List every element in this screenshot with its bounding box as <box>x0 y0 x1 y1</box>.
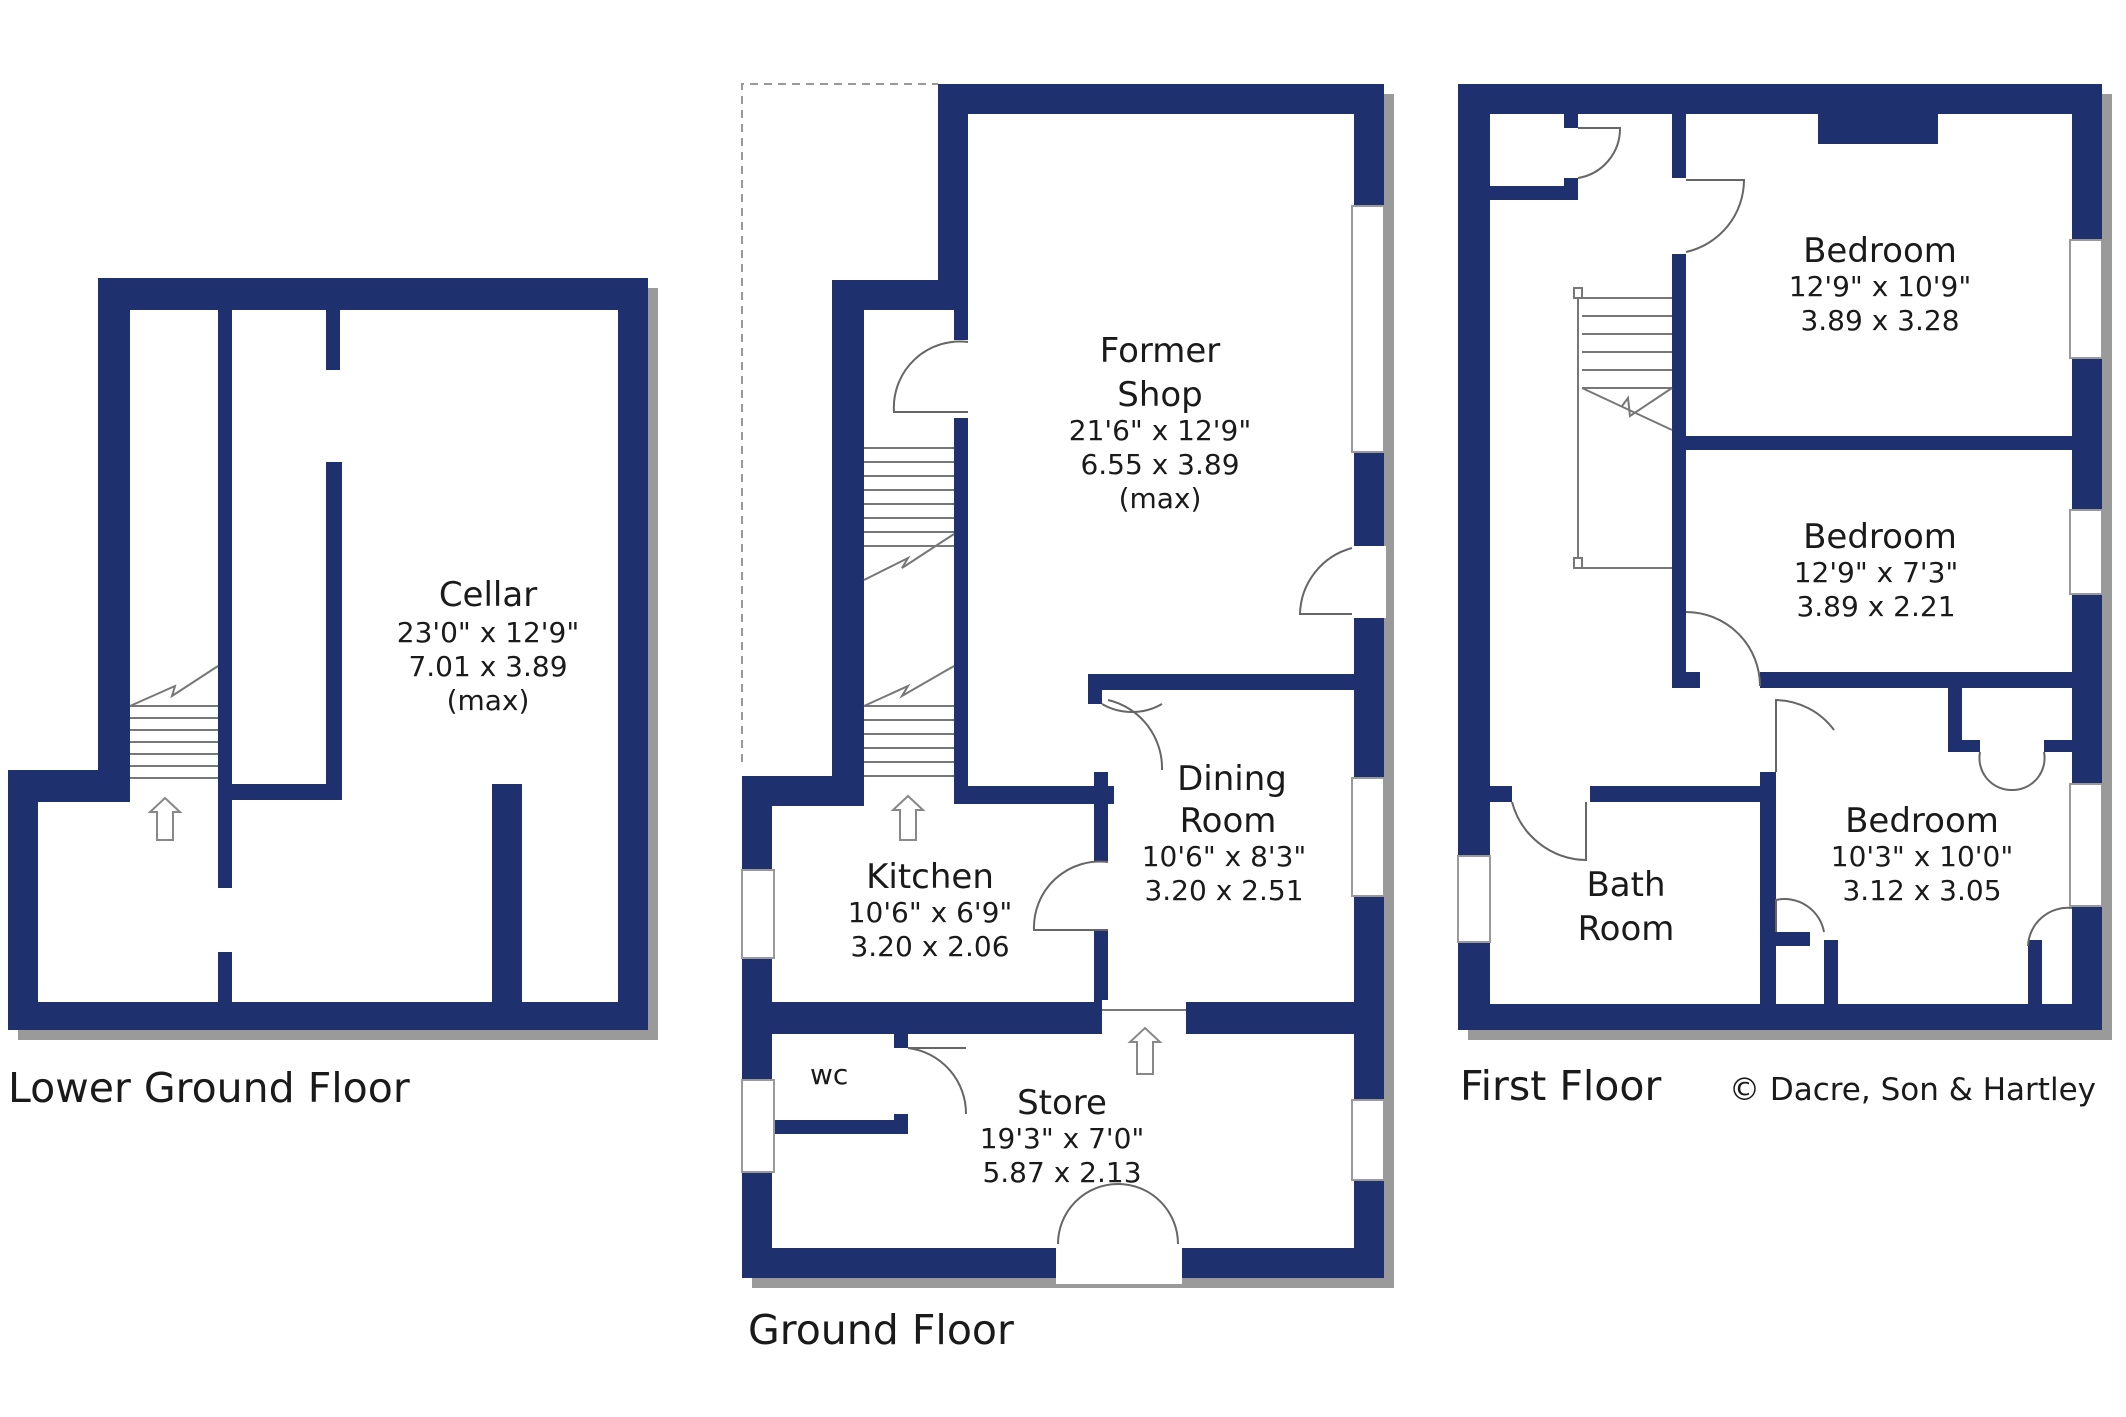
room-dim-kitchen-metric: 3.20 x 2.06 <box>850 930 1009 963</box>
lower-ground-floor-plan: Cellar 23'0" x 12'9" 7.01 x 3.89 (max) <box>8 278 658 1040</box>
first-floor-plan: Bedroom 12'9" x 10'9" 3.89 x 3.28 Bedroo… <box>1457 84 2112 1040</box>
room-label-bath-room-line2: Room <box>1578 909 1675 949</box>
room-label-dining-room: Dining <box>1177 759 1287 799</box>
room-dim-cellar-max: (max) <box>447 684 530 717</box>
room-label-bedroom-1: Bedroom <box>1803 231 1957 271</box>
room-dim-bedroom-1-metric: 3.89 x 3.28 <box>1800 304 1959 337</box>
room-label-store: Store <box>1017 1083 1107 1123</box>
ground-stairs <box>863 447 955 777</box>
room-label-kitchen: Kitchen <box>866 857 994 897</box>
room-dim-bedroom-1-imperial: 12'9" x 10'9" <box>1789 270 1971 303</box>
room-dim-bedroom-2-imperial: 12'9" x 7'3" <box>1794 556 1959 589</box>
room-dim-bedroom-2-metric: 3.89 x 2.21 <box>1796 590 1955 623</box>
stair-arrow-icon <box>890 794 926 841</box>
room-dim-bedroom-3-imperial: 10'3" x 10'0" <box>1831 840 2013 873</box>
room-dim-bedroom-3-metric: 3.12 x 3.05 <box>1842 874 2001 907</box>
floor-label-lower-ground: Lower Ground Floor <box>8 1064 410 1112</box>
room-dim-kitchen-imperial: 10'6" x 6'9" <box>848 896 1013 929</box>
entry-arrow-icon <box>1127 1026 1163 1075</box>
room-label-dining-room-line2: Room <box>1180 801 1277 841</box>
room-label-bedroom-3: Bedroom <box>1845 801 1999 841</box>
room-label-bath-room: Bath <box>1586 865 1665 905</box>
floor-label-first: First Floor <box>1460 1062 1661 1110</box>
copyright-notice: © Dacre, Son & Hartley <box>1729 1072 2096 1108</box>
room-label-former-shop: Former <box>1100 331 1221 371</box>
cellar-stairs <box>129 665 219 779</box>
stair-arrow-icon <box>147 796 183 841</box>
room-label-cellar: Cellar <box>439 575 537 615</box>
room-dim-former-shop-metric: 6.55 x 3.89 <box>1080 448 1239 481</box>
room-dim-cellar-metric: 7.01 x 3.89 <box>408 650 567 683</box>
room-dim-former-shop-max: (max) <box>1119 482 1202 515</box>
room-dim-store-imperial: 19'3" x 7'0" <box>980 1122 1145 1155</box>
room-label-bedroom-2: Bedroom <box>1803 517 1957 557</box>
room-dim-dining-imperial: 10'6" x 8'3" <box>1142 840 1307 873</box>
floor-label-ground: Ground Floor <box>748 1306 1014 1354</box>
ground-floor-plan: Former Shop 21'6" x 12'9" 6.55 x 3.89 (m… <box>741 83 1394 1288</box>
room-label-former-shop-line2: Shop <box>1117 375 1203 415</box>
room-dim-dining-metric: 3.20 x 2.51 <box>1144 874 1303 907</box>
room-dim-former-shop-imperial: 21'6" x 12'9" <box>1069 414 1251 447</box>
room-dim-cellar-imperial: 23'0" x 12'9" <box>397 616 579 649</box>
first-floor-stairs <box>1573 287 1673 569</box>
room-dim-store-metric: 5.87 x 2.13 <box>982 1156 1141 1189</box>
room-label-wc: wc <box>810 1058 848 1091</box>
